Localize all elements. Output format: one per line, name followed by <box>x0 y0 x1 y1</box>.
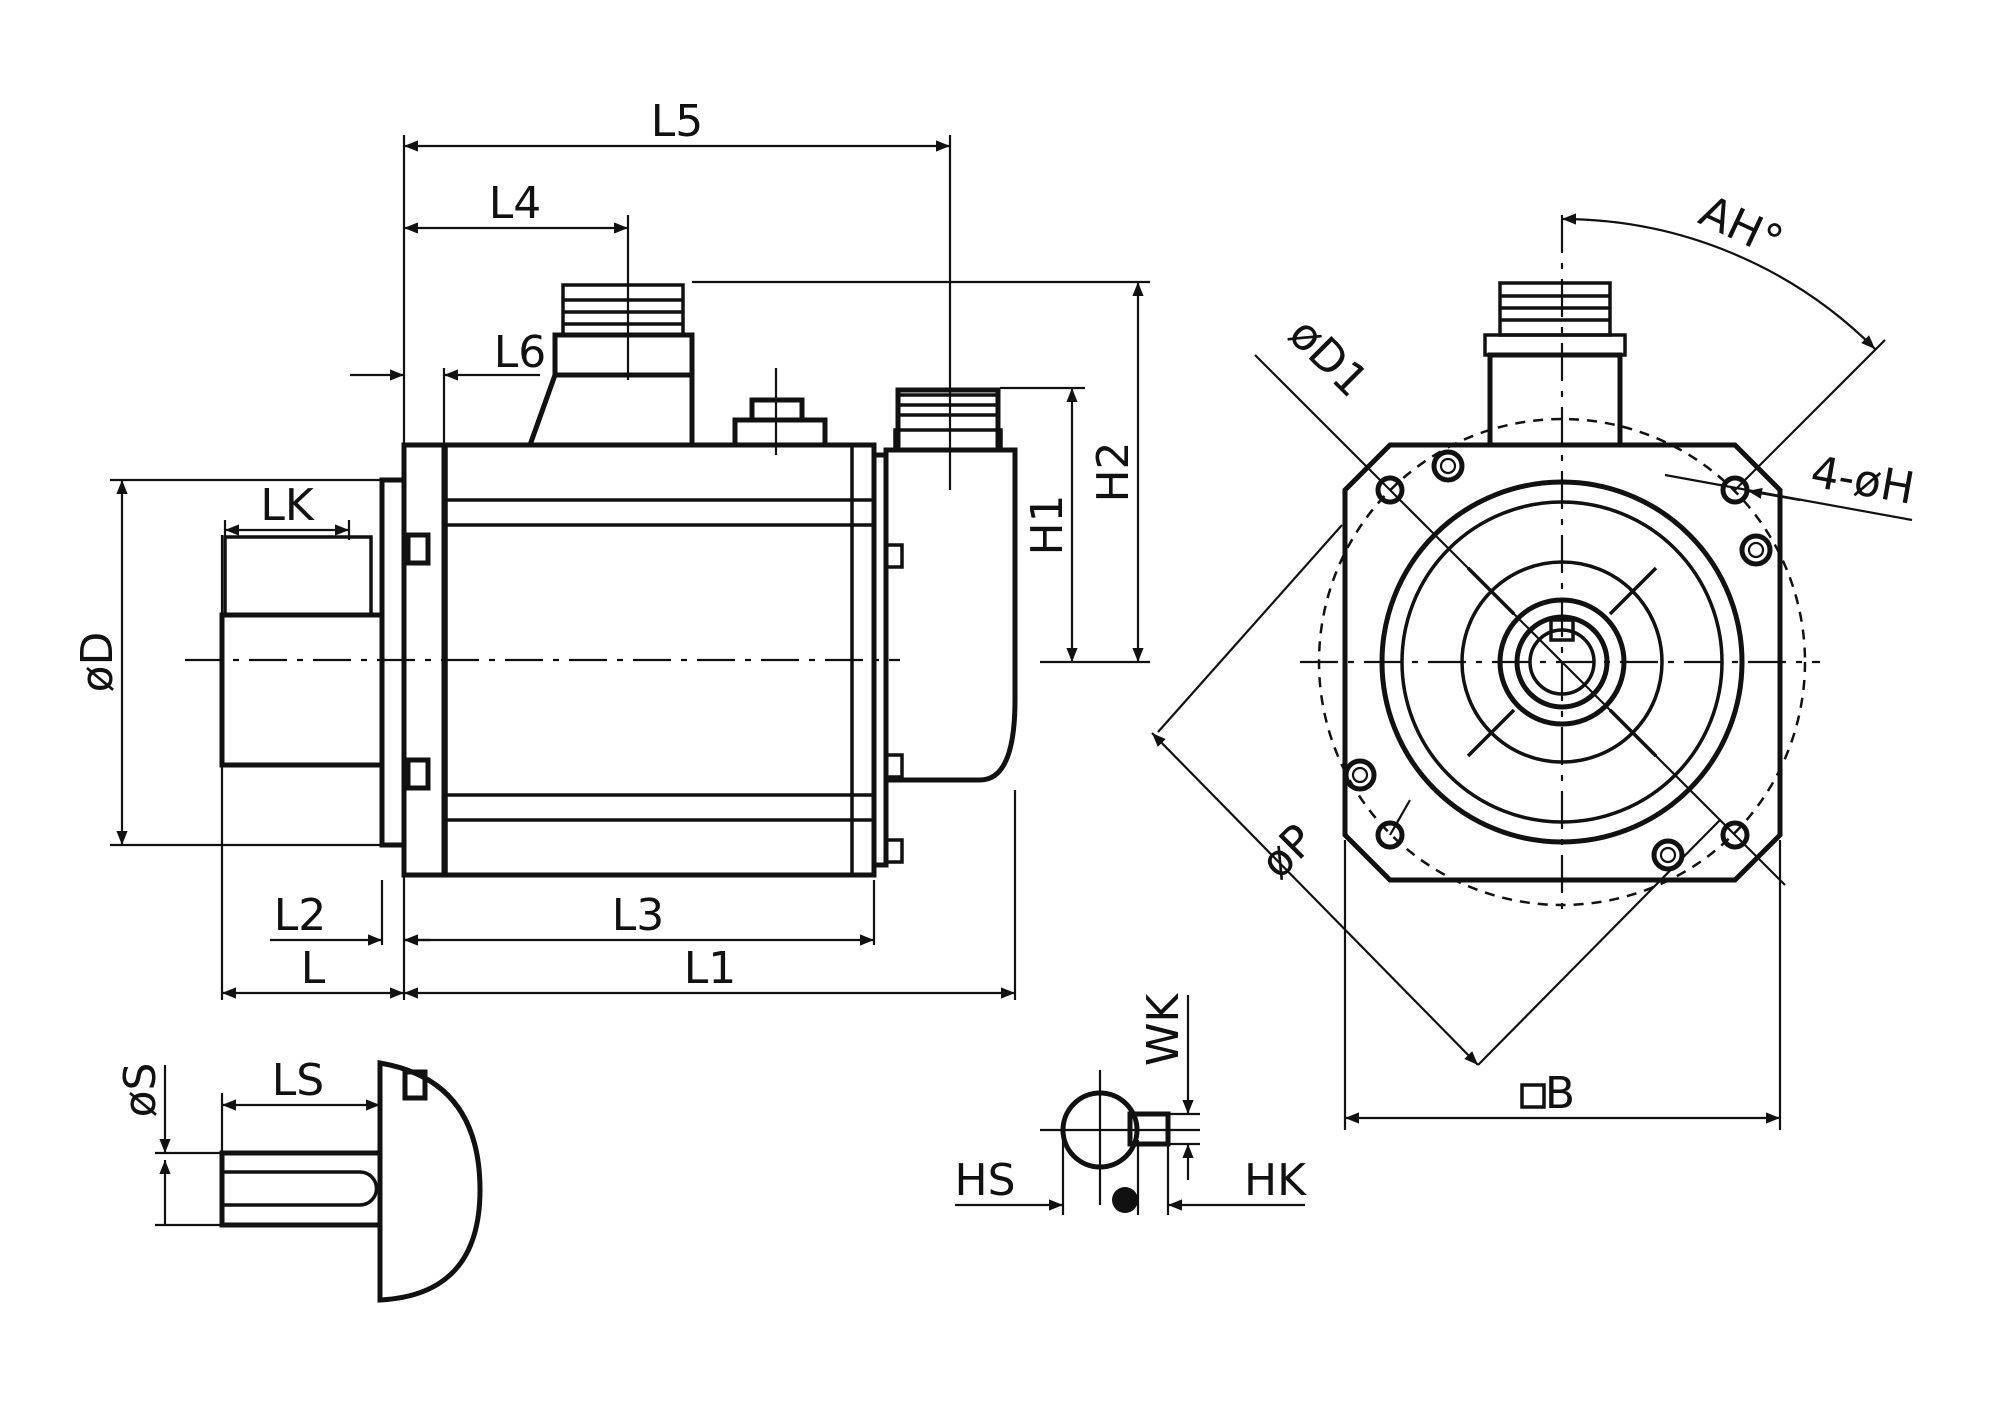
dim-arc-AH <box>1561 213 1876 350</box>
label-S: øS <box>115 1063 166 1118</box>
label-L4: L4 <box>489 178 542 229</box>
flange-pilot <box>379 477 407 848</box>
key-profile <box>1127 1111 1171 1147</box>
encoder-connector <box>893 387 1003 453</box>
label-HK: HK <box>1244 1155 1307 1206</box>
shaft-keyway <box>223 535 373 617</box>
rear-cap-bolt-3 <box>884 838 904 864</box>
label-L1: L1 <box>684 943 737 994</box>
dim-line-P-1 <box>1157 524 1343 733</box>
label-D: øD <box>72 632 123 693</box>
label-L2: L2 <box>274 890 327 941</box>
label-L3: L3 <box>612 890 665 941</box>
label-LK: LK <box>260 480 315 531</box>
key-section-detail: WK HS HK <box>954 993 1307 1215</box>
label-H1: H1 <box>1022 494 1073 555</box>
label-B: B <box>1545 1068 1575 1119</box>
shaft-detail-body <box>219 1150 383 1228</box>
label-HS: HS <box>954 1155 1015 1206</box>
diagonal-D1 <box>1254 354 1786 886</box>
label-WK: WK <box>1138 993 1189 1067</box>
terminal-block <box>732 368 828 455</box>
front-connector <box>1483 281 1627 448</box>
flange-profile <box>377 1060 483 1303</box>
front-flange <box>1342 442 1783 883</box>
key-ref-dot <box>1112 1187 1138 1213</box>
square-symbol <box>1520 1083 1546 1109</box>
flange-slot-bottom <box>405 757 431 791</box>
shaft <box>219 612 385 768</box>
label-LS: LS <box>272 1055 324 1106</box>
flange-slot-top <box>405 532 431 566</box>
label-H2: H2 <box>1088 441 1139 502</box>
power-connector <box>527 283 695 446</box>
label-L6: L6 <box>494 327 547 378</box>
dim-line-P <box>1151 732 1479 1066</box>
side-dimensions: L5 L4 L6 LK øD L2 L3 L L1 H1 H2 <box>72 96 1150 1000</box>
front-dimensions: AH° øD1 4-øH øP B <box>1151 186 1918 1130</box>
label-P: øP <box>1251 815 1325 889</box>
front-view <box>1254 215 1820 915</box>
encoder-housing <box>883 447 1018 783</box>
side-view <box>185 283 1018 878</box>
label-L5: L5 <box>651 96 704 147</box>
label-AH: AH° <box>1692 186 1791 268</box>
leader-H-arrow <box>1747 487 1801 502</box>
label-L: L <box>301 943 326 994</box>
shaft-detail: LS øS <box>115 1055 483 1303</box>
dim-line-P-2 <box>1477 819 1721 1066</box>
